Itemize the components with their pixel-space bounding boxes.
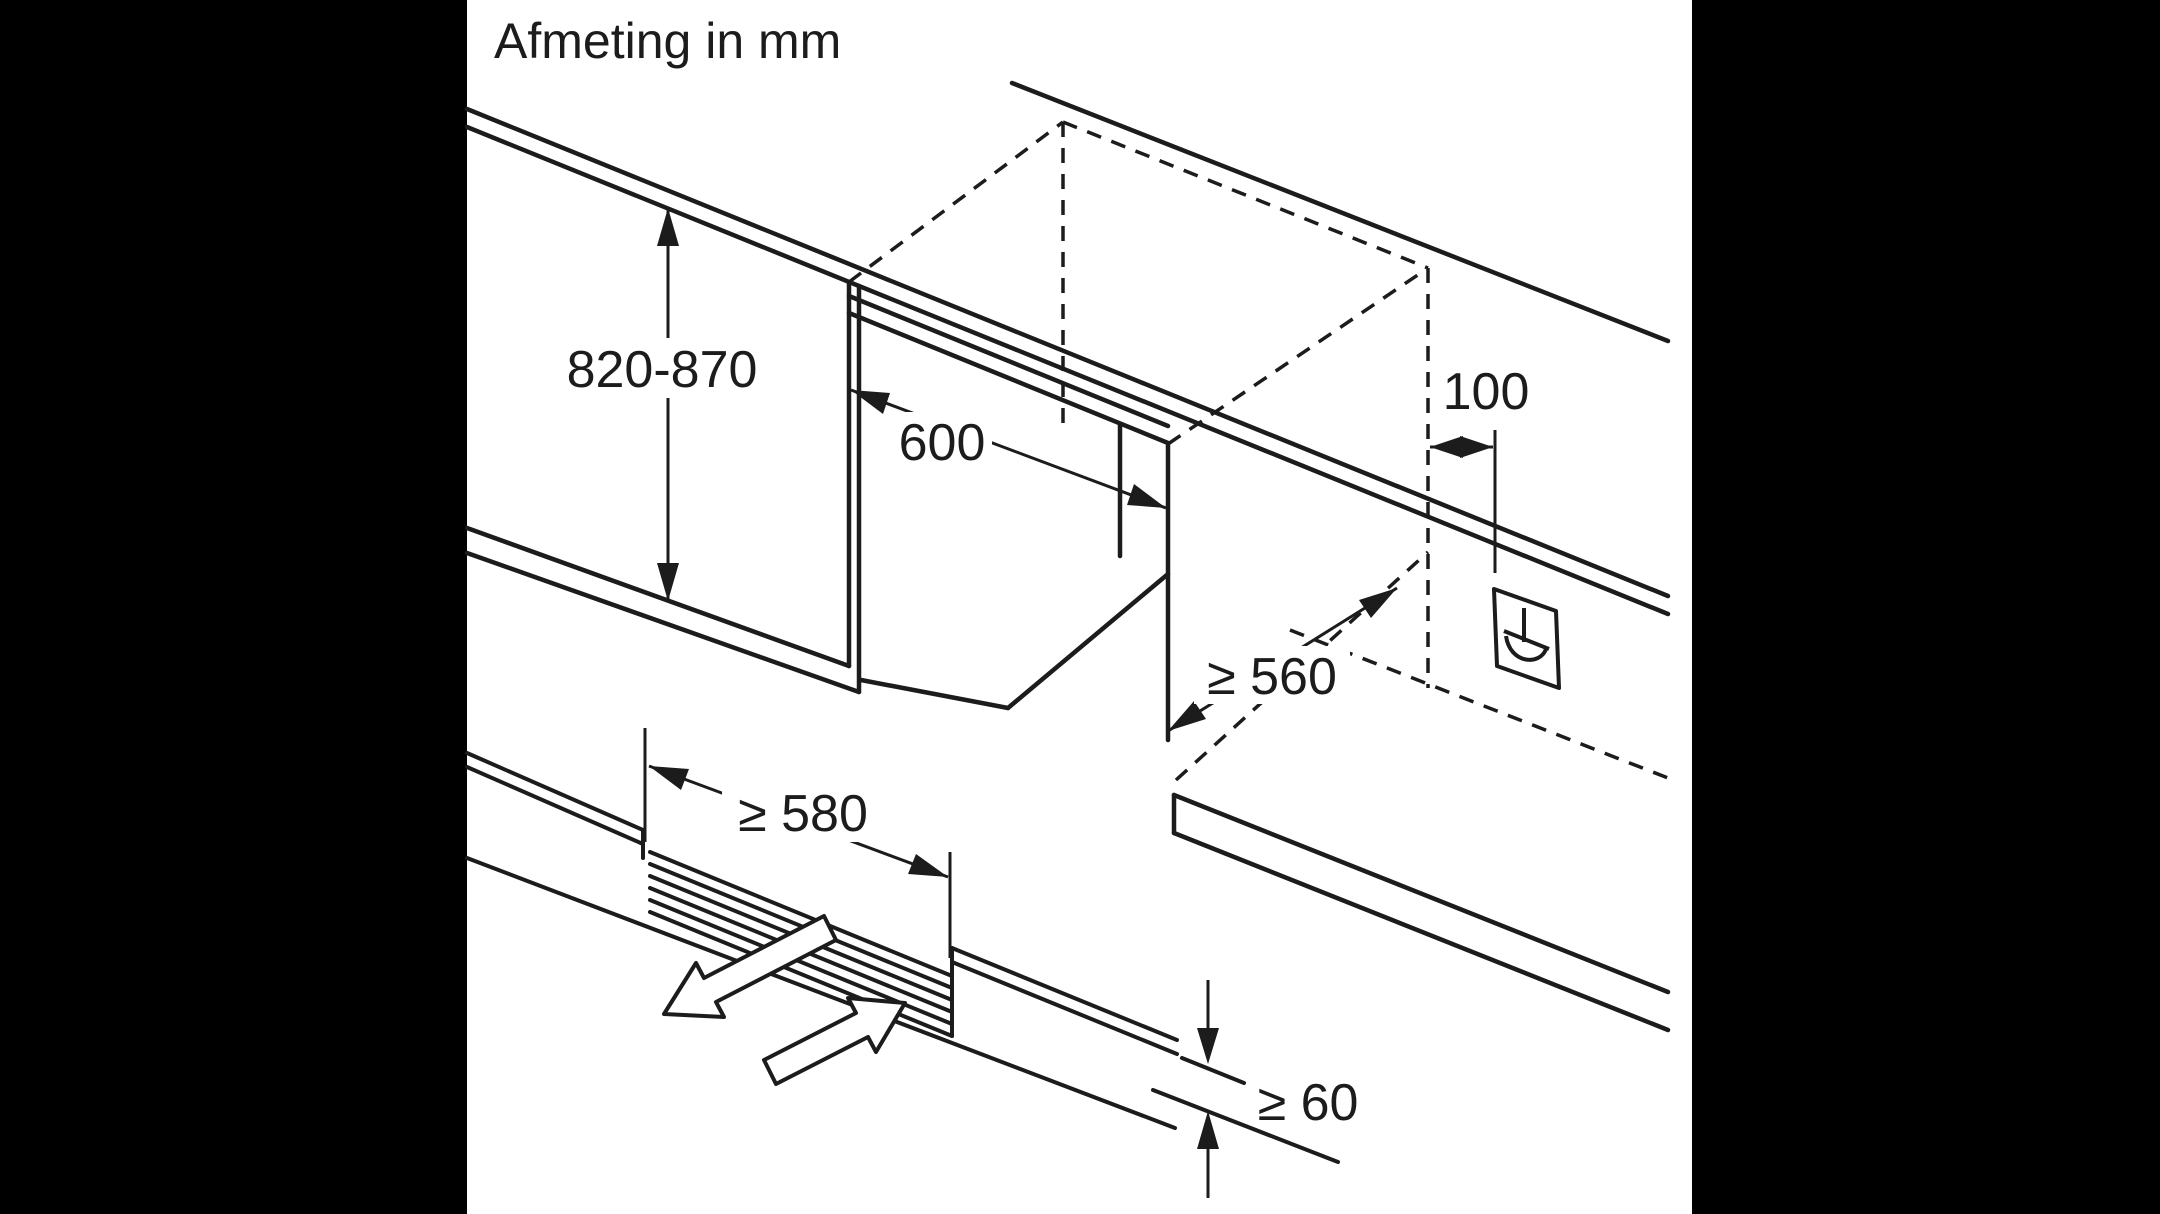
- niche-width-label: 600: [899, 414, 986, 472]
- niche-depth-dashed-top-right: [1167, 266, 1429, 446]
- plinth-top-band-2: [465, 765, 645, 846]
- clearance-gap-lower-edge: [1151, 1088, 1340, 1164]
- right-cabinet-plinth-top: [1171, 792, 1671, 995]
- wall-top-edge-line: [1009, 80, 1671, 344]
- niche-volume-dashed-box: [847, 120, 1669, 782]
- vent-cutout-width-label: ≥ 580: [738, 785, 868, 843]
- floor-wall-junction-dashed-line: [1289, 628, 1669, 780]
- airflow-arrows: [662, 914, 907, 1086]
- arrowhead-lower-left: [1168, 701, 1206, 731]
- left-cabinet-bottom-edge-1: [464, 525, 852, 669]
- niche-depth-dashed-top-left: [847, 120, 1065, 284]
- dimension-socket-offset: 100: [1430, 363, 1529, 573]
- arrowhead-upper-left: [851, 390, 890, 414]
- arrowhead-up: [657, 208, 679, 246]
- arrowhead-down: [1197, 1028, 1219, 1064]
- right-cabinet-plinth-bottom: [1171, 830, 1671, 1033]
- arrowhead-left: [649, 766, 689, 790]
- arrowhead-down: [657, 563, 679, 601]
- dimension-niche-depth: ≥ 560: [1167, 586, 1398, 733]
- vent-grille-slat: [648, 850, 954, 978]
- airflow-in-arrow: [762, 996, 907, 1086]
- worktop-top-edge-line: [464, 106, 1671, 599]
- arrowhead-upper-right: [1359, 588, 1397, 618]
- dimension-niche-height: 820-870: [567, 208, 758, 601]
- arrowhead-up: [1197, 1111, 1219, 1149]
- socket-arc: [1504, 635, 1548, 662]
- dimension-niche-width: 600: [850, 388, 1167, 510]
- niche-floor-front-edge: [858, 677, 1011, 711]
- niche-header-line-1: [846, 293, 1171, 429]
- arrowhead-left: [1430, 436, 1463, 458]
- dimension-vent-cutout-width: ≥ 580: [643, 728, 952, 958]
- diagram-title: Afmeting in mm: [494, 13, 841, 69]
- niche-depth-label: ≥ 560: [1207, 648, 1337, 706]
- left-cabinet-bottom-edge-2: [464, 550, 862, 695]
- arrowhead-right: [1460, 436, 1493, 458]
- plinth-clearance-label: ≥ 60: [1258, 1074, 1359, 1132]
- socket-chord: [1503, 629, 1550, 651]
- niche-rear-top-dashed-edge: [1062, 120, 1429, 270]
- plinth-board-top: [950, 946, 1179, 1042]
- label-mask: [1194, 646, 1350, 704]
- niche-header-line-2: [846, 310, 1171, 446]
- clearance-gap-upper-edge: [1180, 1056, 1246, 1085]
- label-mask: [722, 782, 884, 842]
- floor-line: [465, 856, 1177, 1130]
- socket-offset-label: 100: [1443, 363, 1530, 421]
- socket-outline: [1492, 587, 1561, 690]
- vent-grille-slat: [648, 910, 954, 1038]
- worktop-and-cabinets: [464, 80, 1671, 1033]
- plinth-top-band-1: [465, 751, 645, 832]
- dimension-plinth-clearance: ≥ 60: [1197, 980, 1358, 1198]
- label-mask: [894, 412, 992, 470]
- arrowhead-right: [908, 854, 948, 877]
- plinth-board-bottom: [950, 960, 1179, 1056]
- niche-floor-depth-edge: [1005, 571, 1171, 711]
- power-socket-icon: [1492, 587, 1561, 690]
- arrowhead-lower-right: [1127, 484, 1166, 508]
- airflow-out-arrow: [662, 914, 838, 1019]
- niche-height-label: 820-870: [567, 341, 758, 399]
